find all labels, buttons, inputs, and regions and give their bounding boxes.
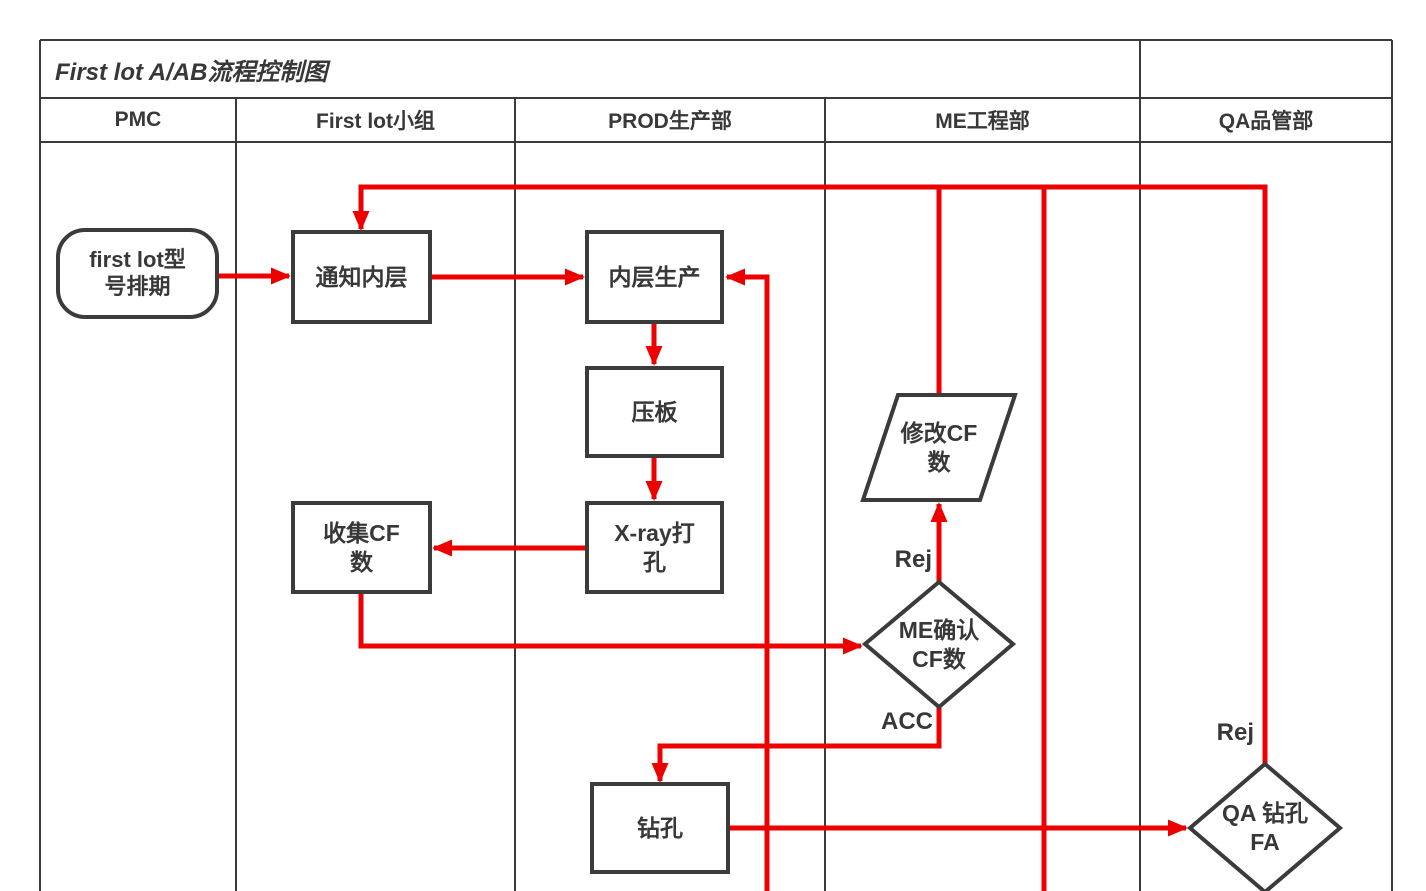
page-title: First lot A/AB流程控制图 [55, 58, 328, 86]
node-qa-drill-fa-label: QA 钻孔 FA [1221, 800, 1309, 855]
edge-me-confirm-acc-to-drilling [651, 707, 942, 783]
lane-header-firstlot: First lot小组 [316, 110, 435, 133]
node-modify-cf-shape [860, 393, 1018, 502]
node-lamination-shape [585, 366, 724, 458]
node-qa-drill-fa-shape [1186, 761, 1344, 891]
node-drilling-shape [590, 782, 730, 874]
node-schedule-label: first lot型号排期 [89, 246, 186, 299]
node-lamination-label: 压板 [631, 398, 678, 425]
node-xray-drilling-label: X-ray打孔 [614, 520, 695, 575]
node-inner-production-label: 内层生产 [608, 263, 701, 290]
lane-header-prod: PROD生产部 [608, 110, 732, 133]
edge-return-to-inner-production [725, 268, 770, 891]
lane-header-me: ME工程部 [935, 110, 1030, 133]
node-notify-inner-shape [291, 230, 432, 324]
edge-label-me-accept: ACC [881, 708, 933, 735]
node-inner-production-shape [585, 230, 724, 324]
node-xray-drilling-shape [585, 501, 724, 594]
node-schedule-shape [56, 228, 219, 319]
node-me-confirm-cf-shape [861, 579, 1017, 710]
node-drilling-label: 钻孔 [637, 814, 683, 841]
node-collect-cf-shape [291, 501, 432, 594]
node-me-confirm-cf-label: ME确认CF数 [898, 617, 980, 672]
node-modify-cf-label: 修改CF数 [900, 420, 978, 475]
lane-header-pmc: PMC [114, 108, 162, 131]
edge-collect-cf-to-me-confirm [358, 592, 863, 655]
node-collect-cf-label: 收集CF数 [323, 520, 400, 575]
node-notify-inner-label: 通知内层 [315, 263, 408, 290]
edge-label-qa-reject: Rej [1216, 719, 1254, 746]
lane-header-qa: QA品管部 [1218, 110, 1314, 133]
edge-label-me-reject: Rej [894, 546, 932, 573]
edge-qa-rej-return-to-notify [352, 184, 1268, 764]
